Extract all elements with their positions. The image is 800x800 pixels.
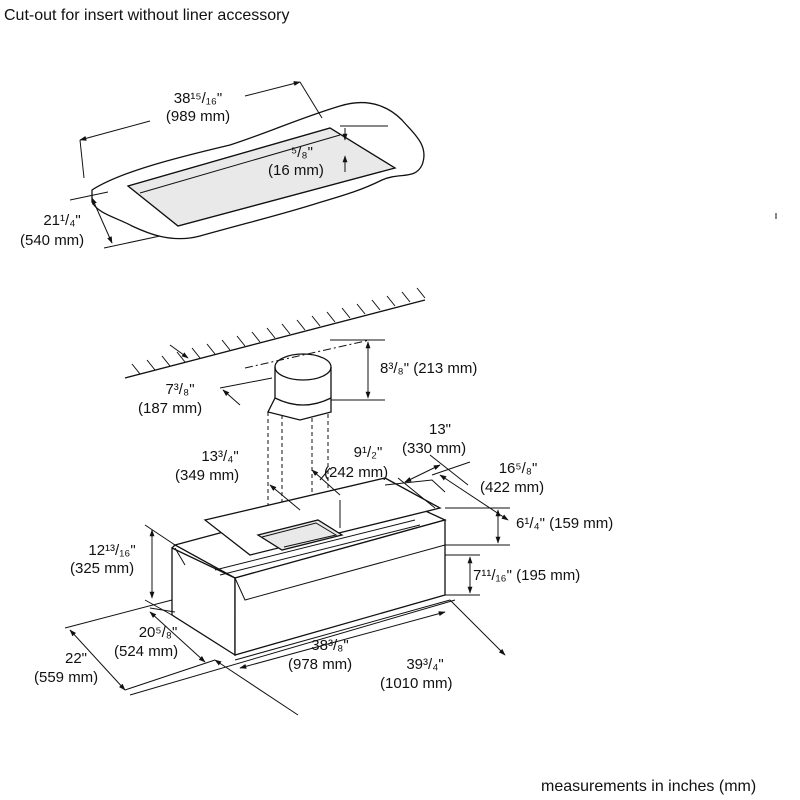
- duct-height-dim: [330, 339, 385, 401]
- units-footer: measurements in inches (mm): [541, 778, 757, 795]
- inner-width-in: 38³/₈": [311, 637, 349, 654]
- ceiling-hatch: [124, 287, 426, 379]
- duct-diameter-dim: [169, 344, 273, 406]
- duct-offset-dims: [269, 467, 341, 528]
- front-height-dim: [445, 554, 480, 596]
- top-width-mm: (330 mm): [402, 440, 467, 457]
- cutout-length-mm: (989 mm): [165, 108, 231, 125]
- cutout-length-in: 38¹⁵/₁₆": [173, 90, 223, 107]
- cutout-panel: [91, 101, 425, 240]
- duct-diameter-mm: (187 mm): [138, 400, 203, 417]
- cutout-depth-mm: (540 mm): [20, 232, 85, 249]
- outer-width-mm: (1010 mm): [380, 675, 453, 692]
- cutout-depth-in: 21¹/₄": [43, 212, 81, 229]
- width-dims: [124, 599, 506, 716]
- top-width-in: 13": [428, 421, 451, 438]
- front-height-label: 7¹¹/₁₆" (195 mm): [473, 567, 581, 584]
- duct-offset-depth-mm: (242 mm): [324, 464, 389, 481]
- total-height-in: 12¹³/₁₆": [88, 542, 136, 559]
- duct-offset-left-mm: (349 mm): [175, 467, 240, 484]
- cutout-offset-dim: [340, 125, 388, 172]
- inner-depth-mm: (524 mm): [114, 643, 179, 660]
- outer-depth-in: 22": [64, 650, 87, 667]
- hood-body: [171, 477, 447, 657]
- duct: [244, 339, 371, 540]
- diagram-title: Cut-out for insert without liner accesso…: [4, 7, 290, 24]
- top-height-dim: [445, 507, 510, 546]
- outer-depth-mm: (559 mm): [34, 669, 99, 686]
- duct-diameter-in: 7³/₈": [165, 381, 195, 398]
- total-height-mm: (325 mm): [70, 560, 135, 577]
- cutout-offset-mm: (16 mm): [268, 162, 324, 179]
- top-depth-in: 16⁵/₈": [498, 460, 538, 477]
- top-height-label: 6¹/₄" (159 mm): [516, 515, 614, 532]
- cutout-length-dim: [79, 81, 323, 179]
- inner-width-mm: (978 mm): [288, 656, 353, 673]
- inner-depth-in: 20⁵/₈": [138, 624, 178, 641]
- total-height-dim: [144, 524, 176, 616]
- duct-offset-depth-in: 9¹/₂": [353, 444, 383, 461]
- duct-height-label: 8³/₈" (213 mm): [380, 360, 478, 377]
- outer-width-in: 39³/₄": [406, 656, 444, 673]
- depth-dims: [64, 599, 206, 691]
- cutout-offset-in: ⁵/₈": [291, 144, 313, 161]
- cutout-depth-dim: [69, 191, 161, 249]
- top-depth-mm: (422 mm): [480, 479, 545, 496]
- duct-offset-left-in: 13³/₄": [201, 448, 239, 465]
